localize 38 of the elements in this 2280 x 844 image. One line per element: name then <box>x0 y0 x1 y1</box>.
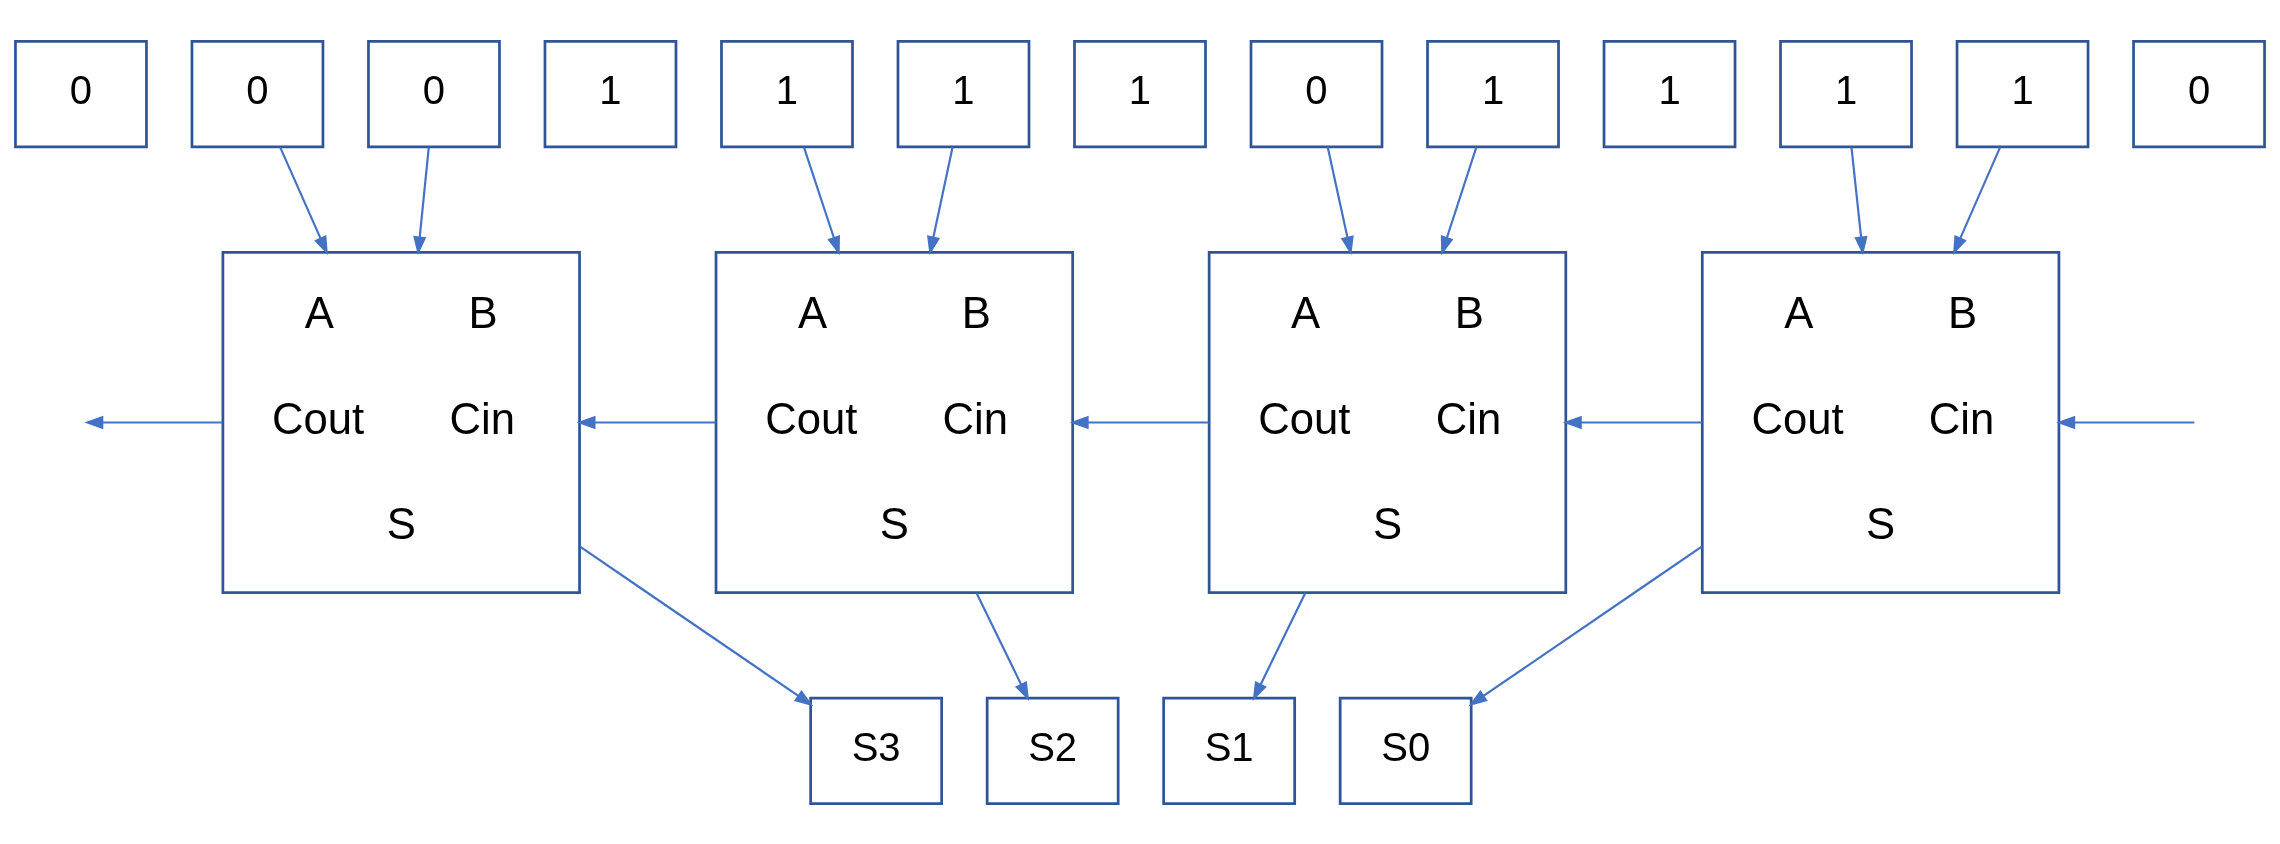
node-box: A B Cout Cin S <box>221 250 581 594</box>
arrow <box>279 146 328 255</box>
arrow <box>579 545 814 706</box>
node-box: A B Cout Cin S <box>1207 250 1568 594</box>
node-box: 1 <box>896 39 1031 148</box>
node-box: 1 <box>543 39 678 148</box>
node-box: A B Cout Cin S <box>714 250 1075 594</box>
node-box: 1 <box>1955 39 2090 148</box>
node-box: 1 <box>1426 39 1560 148</box>
arrow <box>1952 146 2002 255</box>
arrow <box>1069 415 1209 429</box>
node-box: 1 <box>720 39 854 148</box>
arrow <box>1326 146 1354 255</box>
arrow <box>413 146 430 255</box>
arrow <box>927 146 954 255</box>
arrow <box>975 591 1030 701</box>
arrow <box>1252 591 1307 701</box>
node-box: 0 <box>14 39 148 148</box>
arrow <box>1562 415 1702 429</box>
arrow <box>84 415 223 429</box>
node-box: S0 <box>1338 696 1473 805</box>
arrow <box>1468 545 1703 706</box>
node-box: 0 <box>1249 39 1384 148</box>
arrow <box>1440 146 1478 255</box>
node-box: S3 <box>809 696 944 805</box>
node-box: 0 <box>190 39 325 148</box>
node-box: 0 <box>2132 39 2266 148</box>
node-box: 1 <box>1602 39 1737 148</box>
node-box: S1 <box>1162 696 1297 805</box>
node-box: 1 <box>1073 39 1207 148</box>
arrow <box>802 146 840 255</box>
arrow <box>1850 146 1868 255</box>
arrow <box>576 415 716 429</box>
node-box: 1 <box>1779 39 1913 148</box>
node-box: 0 <box>367 39 501 148</box>
arrow <box>2056 415 2195 429</box>
node-box: A B Cout Cin S <box>1700 250 2061 594</box>
node-box: S2 <box>985 696 1120 805</box>
